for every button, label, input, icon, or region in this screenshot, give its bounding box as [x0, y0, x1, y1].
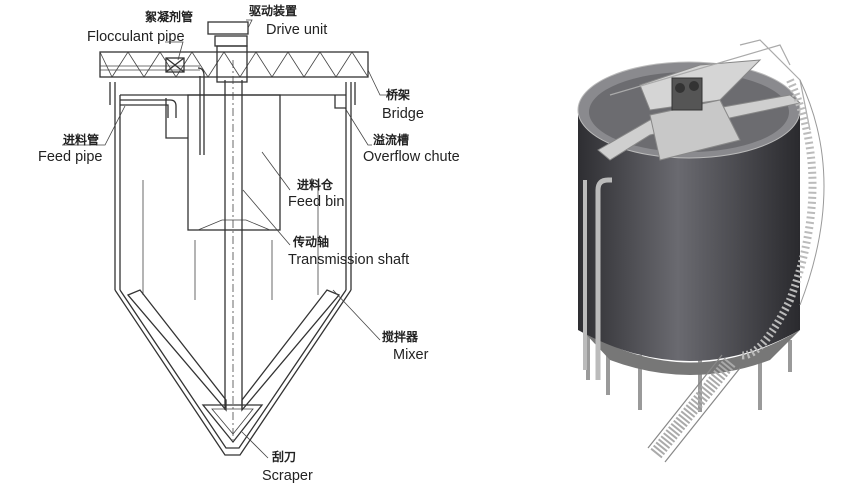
leader-lines [62, 19, 405, 459]
label-transmission-shaft-en: Transmission shaft [288, 252, 409, 268]
label-bridge-en: Bridge [382, 106, 424, 122]
scraper [201, 404, 264, 444]
overflow-chute [334, 95, 346, 109]
feed-bin [187, 94, 281, 231]
stair-stringer [647, 354, 741, 463]
stair-rail [799, 79, 825, 306]
feed-pipe [120, 99, 177, 118]
label-mixer-en: Mixer [393, 347, 429, 363]
label-overflow-chute-en: Overflow chute [363, 149, 460, 165]
label-feed-pipe-en: Feed pipe [38, 149, 103, 165]
label-mixer-zh: 搅拌器 [382, 329, 419, 344]
label-scraper-zh: 刮刀 [272, 449, 296, 464]
label-feed-bin-zh: 进料仓 [297, 177, 334, 192]
tank-body [578, 110, 800, 361]
labels: 絮凝剂管 Flocculant pipe 驱动装置 Drive unit 桥架 … [38, 3, 460, 484]
bridge-truss [99, 51, 369, 78]
label-scraper-en: Scraper [262, 468, 313, 484]
mixer [126, 180, 341, 412]
label-drive-unit-zh: 驱动装置 [249, 3, 297, 18]
label-feed-pipe-zh: 进料管 [63, 132, 99, 147]
cone-bottom [582, 330, 800, 375]
access-stairs [649, 357, 736, 460]
transmission-shaft [224, 60, 243, 440]
feed-box [165, 98, 188, 139]
feed-pipe-3d [595, 177, 612, 380]
flocculant-pipe [165, 57, 205, 155]
label-transmission-shaft-zh: 传动轴 [292, 234, 329, 249]
label-drive-unit-en: Drive unit [266, 22, 327, 38]
schematic-drawing [62, 19, 405, 459]
label-flocculant-pipe-zh: 絮凝剂管 [145, 9, 193, 24]
label-feed-bin-en: Feed bin [288, 194, 344, 210]
handrail [609, 39, 811, 131]
tank-walls [109, 82, 356, 456]
label-bridge-zh: 桥架 [386, 87, 410, 102]
thickener-3d-render [577, 39, 825, 463]
label-flocculant-pipe-en: Flocculant pipe [87, 29, 185, 45]
label-overflow-chute-zh: 溢流槽 [373, 132, 409, 147]
